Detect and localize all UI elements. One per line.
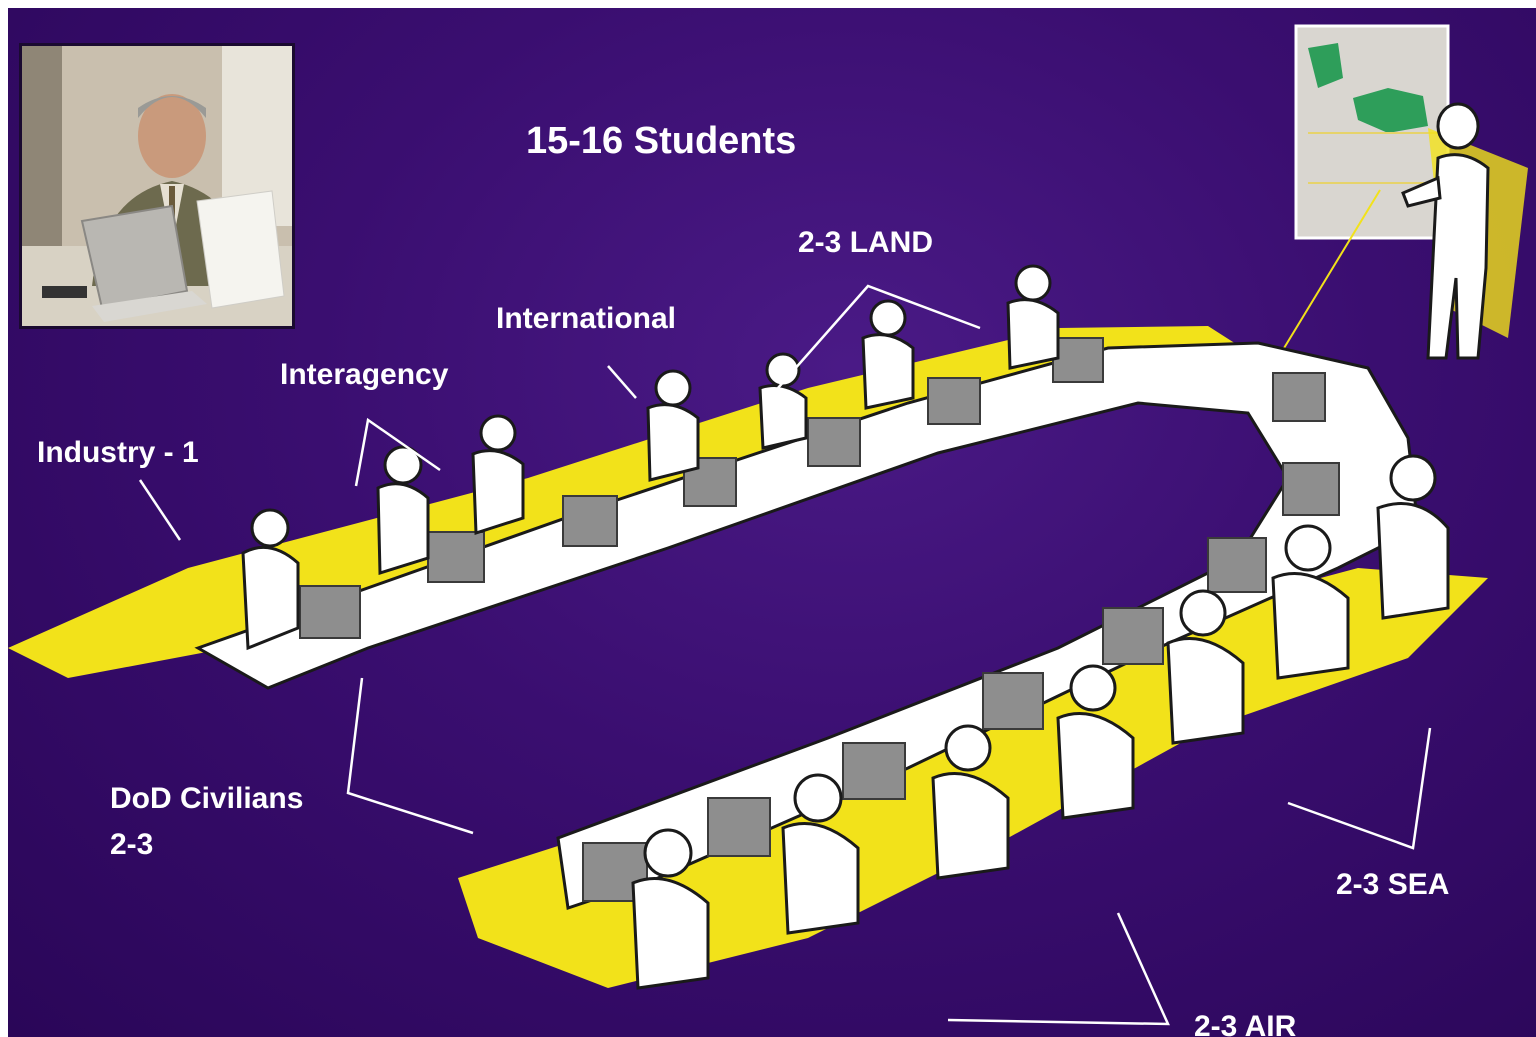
student-icon <box>646 369 700 482</box>
label-air: 2-3 AIR <box>1194 1010 1297 1037</box>
student-icon <box>241 508 300 651</box>
label-dod-civilians: DoD Civilians <box>110 782 304 815</box>
slide-title: 15-16 Students <box>526 120 797 162</box>
instructor-photo <box>22 46 292 326</box>
students <box>241 264 1450 990</box>
label-dod-count: 2-3 <box>110 828 154 861</box>
instructor-icon <box>1401 102 1528 360</box>
classroom-illustration <box>8 24 1528 1026</box>
label-industry: Industry - 1 <box>37 436 199 469</box>
label-land: 2-3 LAND <box>798 226 934 259</box>
student-icon <box>1166 589 1245 745</box>
student-icon <box>1376 454 1450 620</box>
computers <box>299 337 1340 902</box>
student-icon <box>631 828 710 990</box>
projection-screen-icon <box>1294 24 1450 240</box>
student-icon <box>376 445 430 576</box>
student-icon <box>471 414 525 536</box>
student-icon <box>1056 664 1135 820</box>
slide: 15-16 Students Industry - 1 Interagency … <box>8 8 1536 1037</box>
pointer-lines <box>138 284 1432 1026</box>
student-icon <box>1271 524 1350 680</box>
student-icon <box>931 724 1010 880</box>
student-icon <box>1006 264 1060 370</box>
student-icon <box>781 773 860 935</box>
label-international: International <box>496 302 677 335</box>
student-icon <box>758 352 808 450</box>
photo-icon <box>22 46 292 326</box>
label-sea: 2-3 SEA <box>1336 868 1450 901</box>
label-interagency: Interagency <box>280 358 449 391</box>
student-icon <box>861 299 915 410</box>
